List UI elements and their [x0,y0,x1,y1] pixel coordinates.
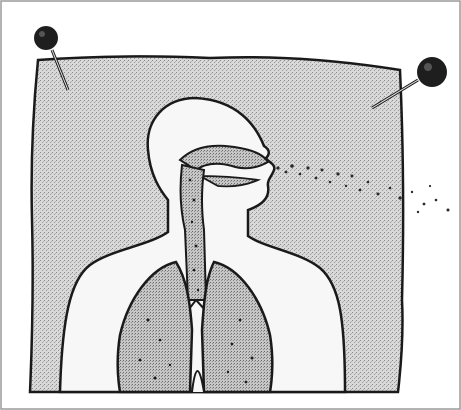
illustration-frame [0,0,461,410]
respiratory-diagram [0,0,461,410]
